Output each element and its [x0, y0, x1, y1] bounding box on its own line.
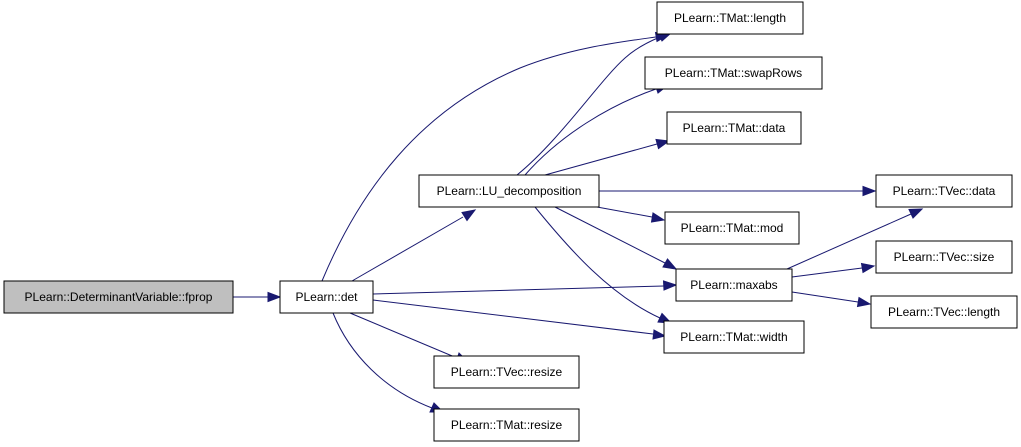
edge-maxabs-tvec-length — [791, 291, 872, 308]
node-label: PLearn::TVec::length — [888, 305, 1000, 319]
node-det[interactable]: PLearn::det — [279, 280, 374, 314]
node-tmat-length[interactable]: PLearn::TMat::length — [656, 1, 804, 35]
node-tmat-mod[interactable]: PLearn::TMat::mod — [664, 211, 800, 245]
node-tvec-size[interactable]: PLearn::TVec::size — [875, 240, 1013, 274]
nodes-layer: PLearn::DeterminantVariable::fprop PLear… — [3, 1, 1018, 442]
node-box — [675, 268, 793, 302]
node-box — [875, 240, 1013, 274]
edge-det-tvec-resize — [349, 312, 470, 363]
node-box — [433, 408, 580, 442]
edge-det-tmat-width — [372, 299, 667, 340]
node-label: PLearn::TMat::resize — [451, 418, 563, 432]
node-label: PLearn::maxabs — [690, 278, 777, 292]
node-tmat-swaprows[interactable]: PLearn::TMat::swapRows — [644, 56, 823, 90]
edge-lu-tmat-data — [544, 138, 671, 176]
node-maxabs[interactable]: PLearn::maxabs — [675, 268, 793, 302]
node-box — [279, 280, 374, 314]
edge-lu-tmat-swaprows — [524, 83, 670, 176]
node-tmat-resize[interactable]: PLearn::TMat::resize — [433, 408, 580, 442]
edge-lu-tmat-mod — [596, 206, 666, 223]
node-box — [433, 355, 580, 389]
node-label: PLearn::TVec::resize — [451, 365, 563, 379]
node-tvec-data[interactable]: PLearn::TVec::data — [875, 174, 1013, 208]
node-label: PLearn::TMat::data — [683, 121, 786, 135]
node-box — [644, 56, 823, 90]
node-box — [664, 211, 800, 245]
node-tvec-resize[interactable]: PLearn::TVec::resize — [433, 355, 580, 389]
node-label: PLearn::TMat::length — [674, 11, 786, 25]
node-label: PLearn::LU_decomposition — [437, 184, 582, 198]
node-label: PLearn::TMat::mod — [681, 221, 784, 235]
node-label: PLearn::TVec::size — [894, 250, 995, 264]
node-tmat-data[interactable]: PLearn::TMat::data — [666, 111, 802, 145]
edge-det-tmat-length — [321, 31, 670, 282]
node-box — [663, 320, 805, 354]
edges-layer — [233, 31, 924, 413]
edge-maxabs-tvec-size — [791, 262, 876, 278]
node-box — [418, 174, 600, 208]
edge-lu-tmat-length — [516, 32, 673, 176]
edge-fprop-det — [233, 291, 282, 303]
edge-det-maxabs — [372, 280, 678, 295]
node-tmat-width[interactable]: PLearn::TMat::width — [663, 320, 805, 354]
node-label: PLearn::DeterminantVariable::fprop — [25, 290, 213, 304]
node-tvec-length[interactable]: PLearn::TVec::length — [870, 295, 1018, 329]
node-label: PLearn::TVec::data — [893, 184, 996, 198]
node-box — [875, 174, 1013, 208]
edge-det-lu-decomposition — [351, 209, 477, 282]
node-lu-decomposition[interactable]: PLearn::LU_decomposition — [418, 174, 600, 208]
node-fprop[interactable]: PLearn::DeterminantVariable::fprop — [3, 280, 234, 314]
node-box — [666, 111, 802, 145]
edge-lu-maxabs — [554, 206, 678, 270]
node-label: PLearn::TMat::swapRows — [665, 66, 802, 80]
edge-lu-tvec-data — [599, 185, 877, 197]
edge-det-tmat-resize — [332, 312, 445, 413]
edge-maxabs-tvec-data — [786, 208, 924, 270]
node-box — [656, 1, 804, 35]
node-label: PLearn::det — [295, 290, 358, 304]
node-box — [870, 295, 1018, 329]
node-label: PLearn::TMat::width — [680, 330, 787, 344]
node-box — [3, 280, 234, 314]
edge-lu-tmat-width — [534, 206, 673, 324]
